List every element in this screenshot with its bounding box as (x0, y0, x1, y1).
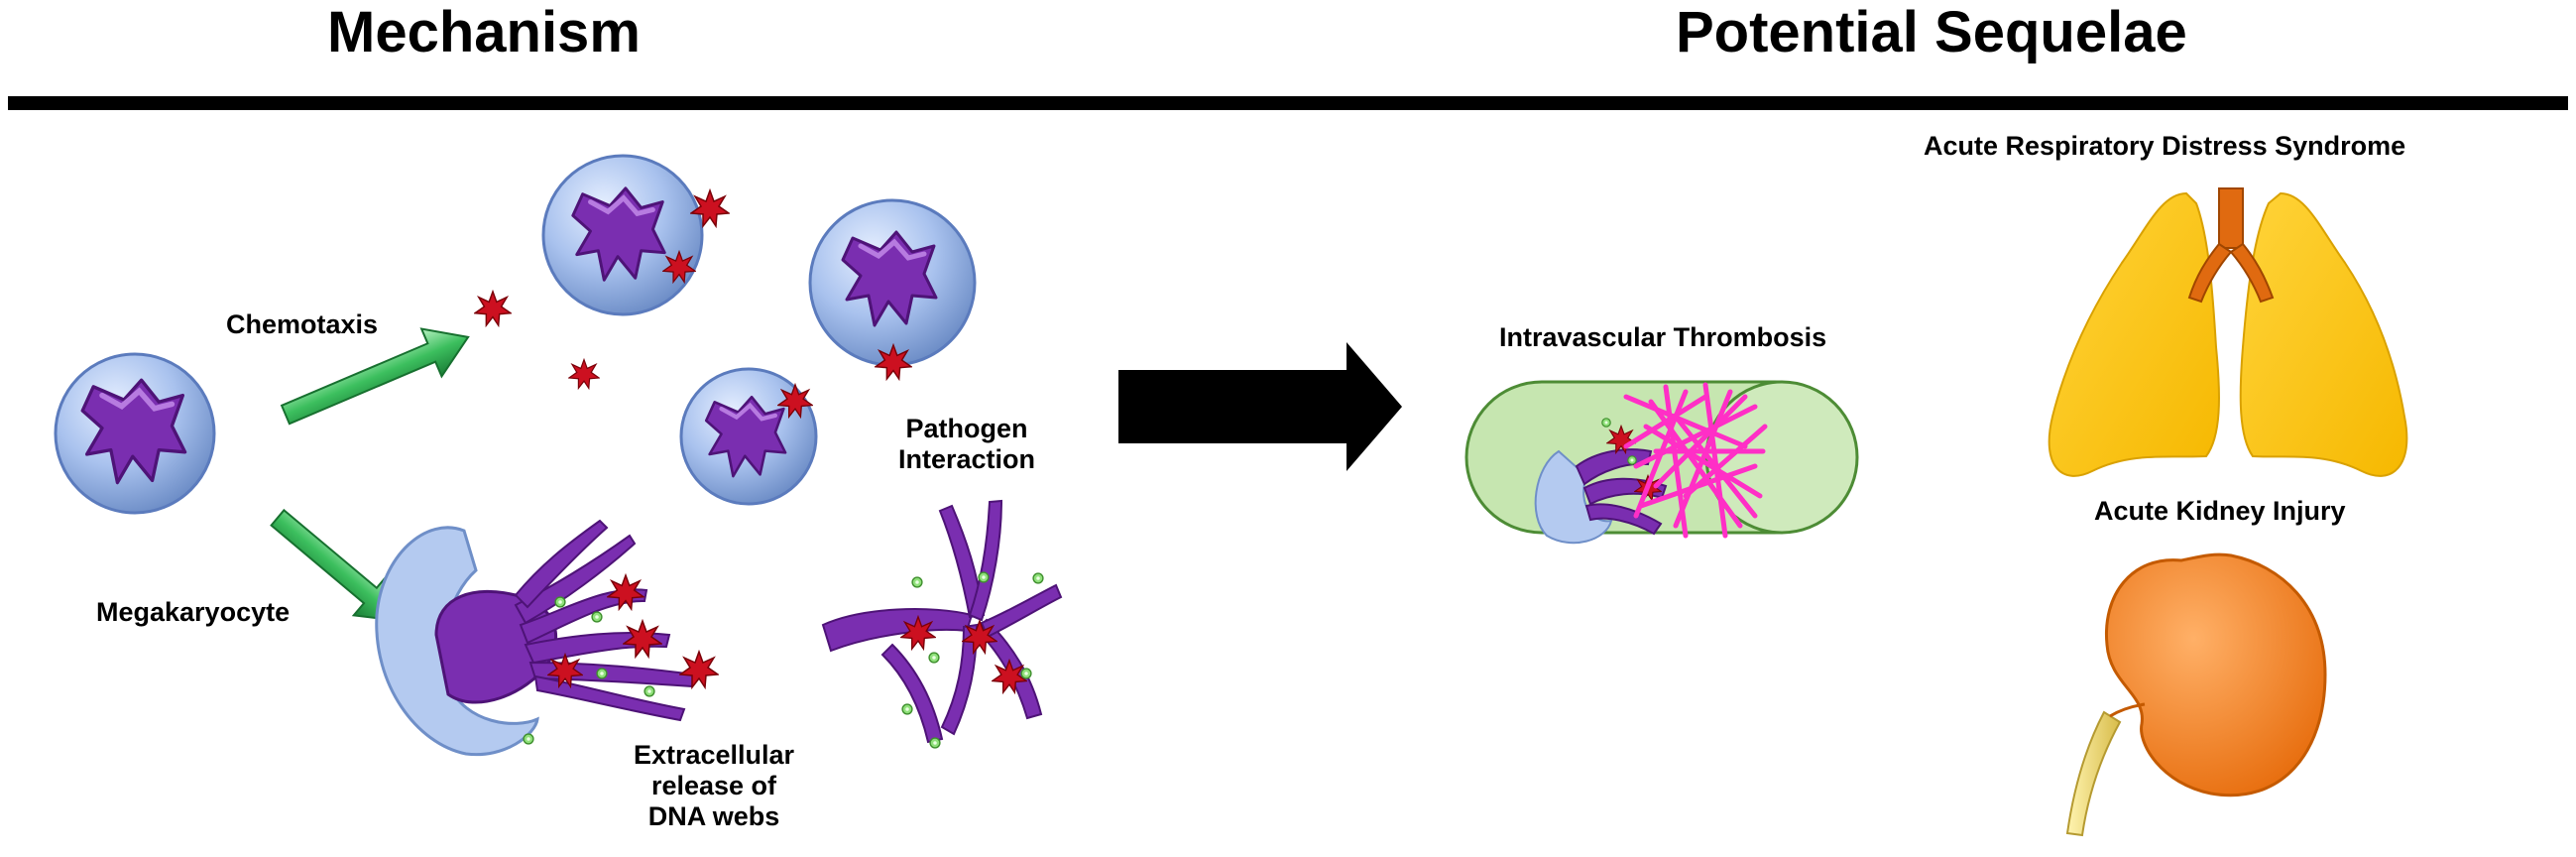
chemotaxis-arrow (280, 327, 470, 426)
heading-potential-sequelae: Potential Sequelae (1676, 0, 2187, 64)
vessel-thrombosis (1464, 380, 1859, 545)
label-ards: Acute Respiratory Distress Syndrome (1924, 131, 2406, 161)
label-pathogen-interaction: Pathogen Interaction (882, 414, 1051, 475)
cell-with-pathogens-1 (541, 154, 730, 316)
cell-with-pathogens-3 (679, 367, 818, 506)
megakaryocyte-cell (54, 352, 216, 515)
label-extracellular-line1: Extracellular (633, 740, 795, 770)
label-extracellular-release: Extracellular release of DNA webs (625, 740, 803, 832)
pathogen-interaction-web (821, 499, 1063, 749)
label-megakaryocyte: Megakaryocyte (96, 597, 291, 627)
cell-with-pathogens-2 (808, 198, 977, 380)
dna-web-release (375, 519, 719, 757)
label-pathogen-line1: Pathogen (905, 414, 1028, 443)
label-extracellular-line3: DNA webs (647, 801, 780, 832)
header-divider (8, 96, 2568, 110)
lungs (2048, 187, 2408, 477)
heading-mechanism: Mechanism (327, 0, 641, 64)
free-pathogens (474, 291, 600, 389)
label-pathogen-line2: Interaction (897, 444, 1036, 475)
label-intravascular-thrombosis: Intravascular Thrombosis (1499, 322, 1827, 352)
label-acute-kidney-injury: Acute Kidney Injury (2094, 496, 2346, 526)
black-arrow (1118, 342, 1402, 471)
kidney (2065, 552, 2327, 837)
label-extracellular-line2: release of (650, 771, 777, 801)
label-chemotaxis: Chemotaxis (226, 309, 379, 339)
